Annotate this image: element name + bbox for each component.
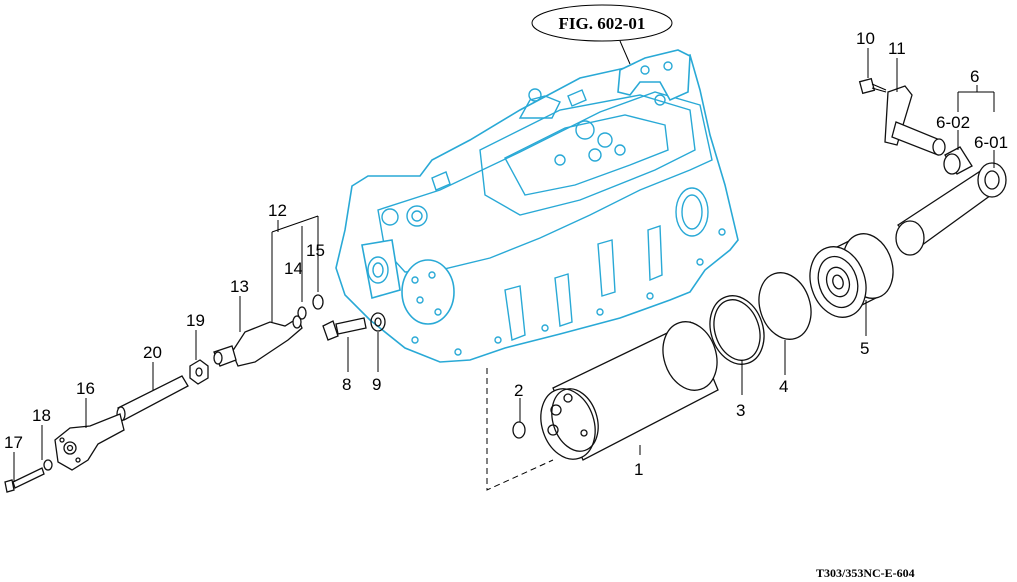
callout-4[interactable]: 4 — [779, 377, 788, 396]
part-16-lever[interactable] — [54, 413, 125, 471]
callout-14[interactable]: 14 — [284, 259, 303, 278]
callout-20[interactable]: 20 — [143, 343, 162, 362]
part-18-washer[interactable] — [43, 459, 53, 471]
part-4-o-ring[interactable] — [751, 266, 820, 346]
part-19-nut[interactable] — [189, 359, 209, 385]
callout-17[interactable]: 17 — [4, 433, 23, 452]
callout-18[interactable]: 18 — [32, 406, 51, 425]
callout-16[interactable]: 16 — [76, 379, 95, 398]
callout-15[interactable]: 15 — [306, 241, 325, 260]
part-11-pin-with-plate[interactable] — [884, 85, 946, 156]
part-6-02-bushing[interactable] — [943, 146, 973, 175]
callout-11[interactable]: 11 — [888, 39, 906, 58]
callout-1[interactable]: 1 — [634, 460, 643, 479]
callout-6-02[interactable]: 6-02 — [936, 113, 970, 132]
callout-6[interactable]: 6 — [970, 67, 979, 86]
leader-lines — [13, 48, 995, 482]
part-5-piston[interactable] — [801, 227, 901, 324]
callout-12[interactable]: 12 — [268, 201, 287, 220]
part-1-cylinder[interactable] — [532, 315, 725, 467]
callout-3[interactable]: 3 — [736, 401, 745, 420]
callout-2[interactable]: 2 — [514, 381, 523, 400]
part-17-bolt[interactable] — [4, 467, 45, 493]
part-8-bolt[interactable] — [322, 317, 367, 341]
part-10-bolt[interactable] — [858, 77, 887, 95]
callout-9[interactable]: 9 — [372, 375, 381, 394]
part-15-o-ring[interactable] — [312, 294, 324, 310]
figure-reference-label: FIG. 602-01 — [559, 14, 646, 33]
part-6-01-connecting-rod[interactable] — [895, 162, 1007, 256]
part-2-o-ring[interactable] — [512, 421, 526, 439]
part-13-valve[interactable] — [213, 315, 303, 367]
callout-6-01[interactable]: 6-01 — [974, 133, 1008, 152]
part-14-o-ring[interactable] — [297, 306, 307, 320]
callout-13[interactable]: 13 — [230, 277, 249, 296]
part-9-washer[interactable] — [370, 312, 386, 332]
lift-housing — [335, 49, 739, 363]
document-code: T303/353NC-E-604 — [816, 566, 915, 580]
callout-numbers: 1 2 3 4 5 6 6-01 6-02 8 9 10 11 12 13 14… — [4, 29, 1008, 479]
callout-10[interactable]: 10 — [856, 29, 875, 48]
callout-19[interactable]: 19 — [186, 311, 205, 330]
part-3-backup-ring[interactable] — [701, 289, 772, 372]
callout-5[interactable]: 5 — [860, 339, 869, 358]
figure-reference-badge[interactable]: FIG. 602-01 — [531, 4, 673, 42]
callout-8[interactable]: 8 — [342, 375, 351, 394]
